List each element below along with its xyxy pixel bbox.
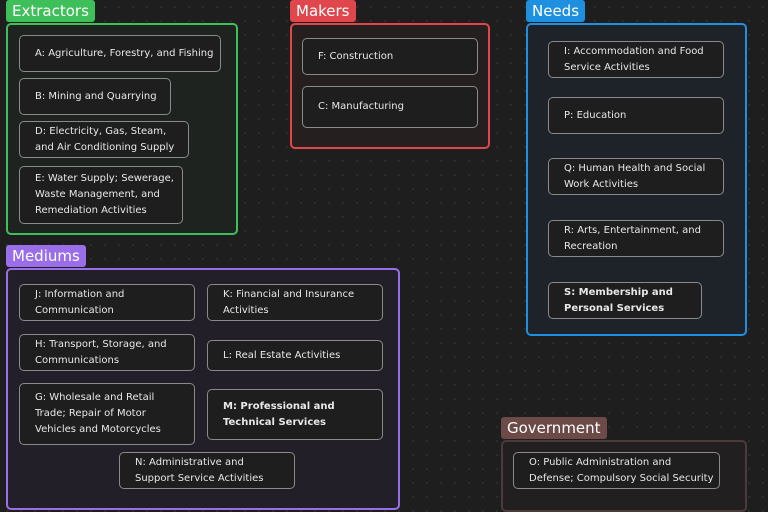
card-l-label: L: Real Estate Activities [223,349,341,361]
card-i[interactable]: I: Accommodation and Food Service Activi… [548,41,724,78]
card-c[interactable]: C: Manufacturing [302,86,478,128]
card-a[interactable]: A: Agriculture, Forestry, and Fishing [19,35,221,72]
group-label-government: Government [501,417,607,439]
card-h[interactable]: H: Transport, Storage, and Communication… [19,334,195,371]
card-l[interactable]: L: Real Estate Activities [207,340,383,371]
group-label-makers: Makers [290,0,356,22]
card-e[interactable]: E: Water Supply; Sewerage, Waste Managem… [19,166,183,224]
card-n[interactable]: N: Administrative and Support Service Ac… [119,452,295,489]
card-s-label: S: Membership and Personal Services [564,286,673,314]
card-s[interactable]: S: Membership and Personal Services [548,282,702,319]
card-k[interactable]: K: Financial and Insurance Activities [207,284,383,321]
card-b-label: B: Mining and Quarrying [35,90,157,102]
card-c-label: C: Manufacturing [318,101,404,112]
card-g-label: G: Wholesale and Retail Trade; Repair of… [35,392,161,435]
card-o[interactable]: O: Public Administration and Defense; Co… [513,452,720,489]
group-label-mediums: Mediums [6,245,86,267]
card-r[interactable]: R: Arts, Entertainment, and Recreation [548,220,724,257]
card-g[interactable]: G: Wholesale and Retail Trade; Repair of… [19,383,195,445]
card-p-label: P: Education [564,109,627,121]
card-e-label: E: Water Supply; Sewerage, Waste Managem… [35,173,174,216]
card-k-label: K: Financial and Insurance Activities [223,288,355,316]
card-i-label: I: Accommodation and Food Service Activi… [564,45,704,73]
card-p[interactable]: P: Education [548,97,724,134]
card-b[interactable]: B: Mining and Quarrying [19,78,171,115]
card-a-label: A: Agriculture, Forestry, and Fishing [35,47,214,59]
card-n-label: N: Administrative and Support Service Ac… [135,456,264,484]
card-d-label: D: Electricity, Gas, Steam, and Air Cond… [35,125,175,153]
card-f-label: F: Construction [318,50,394,62]
card-d[interactable]: D: Electricity, Gas, Steam, and Air Cond… [19,121,189,158]
group-label-extractors: Extractors [6,0,95,22]
card-o-label: O: Public Administration and Defense; Co… [529,456,714,484]
card-j-label: J: Information and Communication [35,288,125,316]
card-h-label: H: Transport, Storage, and Communication… [35,338,167,366]
card-q[interactable]: Q: Human Health and Social Work Activiti… [548,158,724,195]
card-m[interactable]: M: Professional and Technical Services [207,389,383,440]
group-label-needs: Needs [526,0,586,22]
card-j[interactable]: J: Information and Communication [19,284,195,321]
card-f[interactable]: F: Construction [302,38,478,75]
card-q-label: Q: Human Health and Social Work Activiti… [564,162,706,190]
card-m-label: M: Professional and Technical Services [223,400,335,428]
card-r-label: R: Arts, Entertainment, and Recreation [564,224,701,252]
